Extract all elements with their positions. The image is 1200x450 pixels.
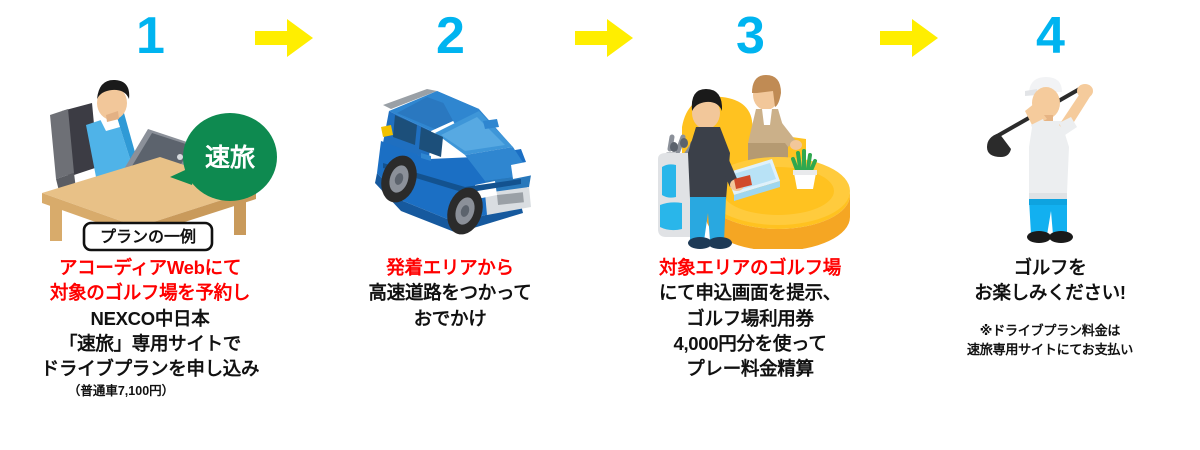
step-number-1: 1 [136,7,165,65]
potted-plant-icon [791,149,817,189]
illustration-person-at-desk-with-laptop: 速旅 プランの一例 [0,64,300,252]
step-1-caption: アコーディアWebにて 対象のゴルフ場を予約し NEXCO中日本 「速旅」専用サ… [0,255,300,399]
step-2-caption: 発着エリアから 高速道路をつかって おでかけ [300,255,600,331]
arrow-step3-to-step4 [880,19,938,57]
caption-line: 「速旅」専用サイトで [58,333,241,355]
footnote-line: 速旅専用サイトにてお支払い [966,341,1133,357]
caption-line: 発着エリアから [386,257,514,278]
speech-bubble-sokutabi: 速旅 [170,113,277,201]
step-2: 2 [300,0,633,450]
step-4-footnote: ※ドライブプラン料金は 速旅専用サイトにてお支払い [900,322,1200,360]
step-number-2: 2 [436,7,465,65]
step-1: 1 [0,0,313,450]
step-3: 3 [600,0,938,450]
caption-line: NEXCO中日本 [90,307,210,329]
caption-line: ゴルフ場利用券 [686,307,814,329]
caption-line: 対象のゴルフ場を予約し [49,282,251,304]
caption-line: 4,000円分を使って [673,333,827,355]
caption-line: お楽しみください! [974,282,1126,304]
step-4-caption: ゴルフを お楽しみください! ※ドライブプラン料金は 速旅専用サイトにてお支払い [900,255,1200,359]
caption-line: プレー料金精算 [686,358,814,380]
customer-person [688,89,752,249]
caption-line: 対象エリアのゴルフ場 [658,257,841,278]
step-number-4: 4 [1036,7,1065,65]
speech-bubble-label: 速旅 [205,143,256,172]
caption-line: おでかけ [413,307,487,329]
illustration-blue-suv-car [300,64,600,249]
step-3-caption: 対象エリアのゴルフ場 にて申込画面を提示、 ゴルフ場利用券 4,000円分を使っ… [600,255,900,382]
step-4: 4 [900,0,1200,450]
step-number-3: 3 [736,7,765,65]
arrow-step1-to-step2 [255,19,313,57]
plan-example-tag-label: プランの一例 [100,227,196,246]
caption-line: ドライブプランを申し込み [40,358,260,380]
step-1-sub-note: （普通車7,100円） [67,383,175,398]
caption-line: アコーディアWebにて [58,257,242,278]
staff-person [748,75,802,161]
blue-suv-car-icon [375,89,533,235]
arrow-step2-to-step3 [575,19,633,57]
golfer-icon [987,77,1093,243]
caption-line: にて申込画面を提示、 [658,282,841,304]
reception-counter-scene-icon [658,75,850,249]
illustration-golf-course-reception-counter [600,64,900,249]
caption-line: 高速道路をつかって [368,282,532,304]
illustration-golfer-swinging-club [900,64,1200,249]
plan-example-tag: プランの一例 [82,221,214,252]
caption-line: ゴルフを [1013,257,1087,278]
footnote-line: ※ドライブプラン料金は [979,322,1121,338]
